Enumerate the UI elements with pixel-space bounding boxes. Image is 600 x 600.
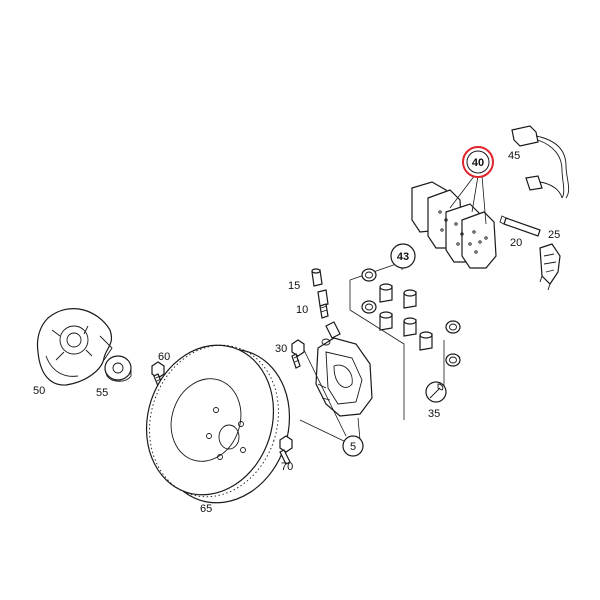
label-35: 35	[428, 408, 440, 420]
part-45-wear-sensor[interactable]	[511, 125, 570, 199]
callout-5-circle	[342, 435, 364, 457]
part-40-brake-pads[interactable]	[411, 174, 497, 269]
part-5-caliper[interactable]	[315, 321, 373, 417]
label-30: 30	[275, 343, 287, 355]
part-65-brake-disc[interactable]	[128, 328, 309, 520]
callout-43[interactable]: 43	[390, 243, 416, 269]
part-50-dust-shield[interactable]	[36, 308, 113, 386]
label-50: 50	[33, 385, 45, 397]
label-10: 10	[296, 304, 308, 316]
callout-5[interactable]: 5	[342, 435, 364, 457]
label-60: 60	[158, 351, 170, 363]
label-5: 5	[350, 441, 356, 453]
part-55-washer[interactable]	[104, 355, 132, 382]
callout-40-circle	[466, 150, 490, 174]
part-30-bolt[interactable]	[291, 339, 305, 369]
part-15-bleed-cap[interactable]	[311, 268, 323, 287]
part-43-kit-components[interactable]	[349, 261, 461, 420]
label-25: 25	[548, 229, 560, 241]
part-70-bolt[interactable]	[279, 435, 293, 465]
part-10-bleed-screw[interactable]	[317, 289, 329, 319]
label-55: 55	[96, 387, 108, 399]
leader-lines	[299, 349, 361, 443]
label-40: 40	[472, 157, 484, 169]
label-70: 70	[281, 461, 293, 473]
label-15: 15	[288, 280, 300, 292]
label-45: 45	[508, 150, 520, 162]
part-35-repair-symbol[interactable]	[425, 381, 447, 403]
callout-40-highlighted[interactable]: 40	[462, 146, 494, 178]
label-43: 43	[397, 251, 409, 263]
label-65: 65	[200, 503, 212, 515]
part-20-guide-pin[interactable]	[499, 215, 541, 237]
callout-43-circle	[390, 243, 416, 269]
part-25-clip-spring[interactable]	[539, 243, 561, 291]
label-20: 20	[510, 237, 522, 249]
